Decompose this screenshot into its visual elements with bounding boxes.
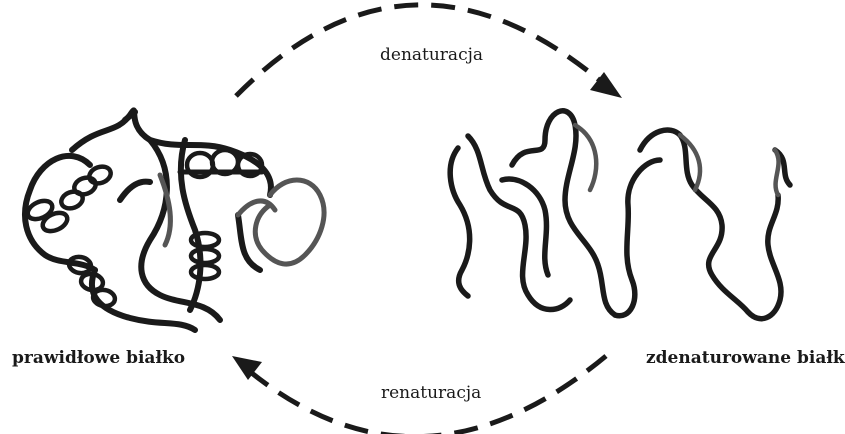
denaturation-label: denaturacja — [380, 45, 483, 65]
denatured-protein-label: zdenaturowane białko — [646, 348, 845, 368]
native-protein-label: prawidłowe białko — [12, 348, 185, 368]
denatured-protein-ribbon — [450, 111, 790, 319]
native-protein-ribbon — [25, 110, 324, 330]
denaturation-arrowhead — [590, 72, 622, 98]
renaturation-label: renaturacja — [381, 383, 481, 403]
